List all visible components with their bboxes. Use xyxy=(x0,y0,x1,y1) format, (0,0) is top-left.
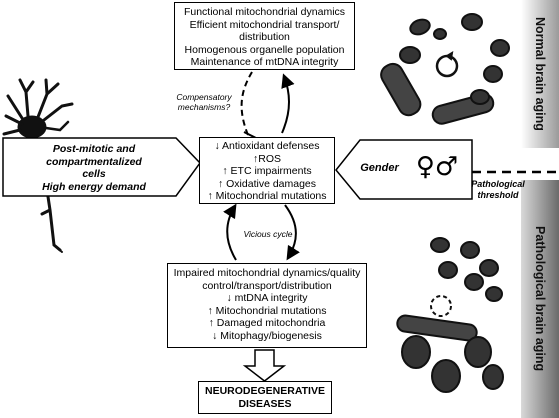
pathological-brain-aging-label: Pathological brain aging xyxy=(533,226,547,372)
vicious-cycle-arrow-down xyxy=(284,204,300,261)
lower-box-line: ↑ Mitochondrial mutations xyxy=(207,304,327,317)
middle-box-line: ↓ Antioxidant defenses xyxy=(214,140,320,152)
lower-box-line: ↑ Damaged mitochondria xyxy=(208,317,326,330)
cell-features-text: Post-mitotic and compartmentalized cells… xyxy=(8,143,180,193)
compensatory-label-line: mechanisms? xyxy=(177,102,231,112)
cell-features-pentagon xyxy=(2,137,201,197)
lower-box-line: ↓ Mitophagy/biogenesis xyxy=(212,329,322,342)
cell-features-line: High energy demand xyxy=(42,180,146,193)
top-box-line: distribution xyxy=(239,31,290,44)
bottom-box-line: DISEASES xyxy=(238,398,292,410)
mitochondrial-dysfunction-box: Impaired mitochondrial dynamics/quality … xyxy=(167,263,367,348)
cell-features-line: compartmentalized xyxy=(46,155,142,168)
middle-box-line: ↑ROS xyxy=(252,152,281,165)
lower-box-line: Impaired mitochondrial dynamics/quality xyxy=(173,267,361,279)
healthy-mitochondria-box: Functional mitochondrial dynamics Effici… xyxy=(174,2,355,70)
lower-box-line: control/transport/distribution xyxy=(202,279,332,292)
bottom-box-line: NEURODEGENERATIVE xyxy=(205,385,325,397)
cell-features-line: Post-mitotic and xyxy=(52,143,136,155)
vicious-cycle-label: Vicious cycle xyxy=(243,229,293,239)
pathological-threshold-label: Pathological threshold xyxy=(467,179,529,200)
cell-features-line: cells xyxy=(82,168,106,180)
normal-aging-band xyxy=(521,0,559,148)
neuron-illustration xyxy=(2,78,74,253)
middle-box-line: ↑ Mitochondrial mutations xyxy=(207,190,327,203)
damaged-mitochondria-illustration xyxy=(396,237,504,393)
threshold-label-line: Pathological xyxy=(471,179,525,189)
middle-box-line: ↑ Oxidative damages xyxy=(217,177,317,190)
middle-box-line: ↑ ETC impairments xyxy=(222,165,312,178)
normal-brain-aging-label: Normal brain aging xyxy=(533,17,547,131)
gender-pentagon xyxy=(335,139,473,200)
compensatory-label-line: Compensatory xyxy=(176,92,232,102)
compensatory-inhibition-arrow xyxy=(240,71,253,136)
top-box-line: Maintenance of mtDNA integrity xyxy=(190,56,339,69)
threshold-label-line: threshold xyxy=(477,189,519,200)
oxidative-stress-box: ↓ Antioxidant defenses ↑ROS ↑ ETC impair… xyxy=(199,137,335,204)
compensatory-mechanisms-label: Compensatory mechanisms? xyxy=(168,92,240,112)
pathological-aging-band xyxy=(521,180,559,418)
healthy-mitochondria-illustration xyxy=(380,13,510,125)
lower-box-line: ↓ mtDNA integrity xyxy=(226,292,308,305)
vicious-cycle-arrow-up xyxy=(223,203,237,261)
top-box-line: Functional mitochondrial dynamics xyxy=(183,6,346,18)
top-box-line: Efficient mitochondrial transport/ xyxy=(189,18,340,31)
gender-label: Gender xyxy=(360,162,399,174)
disease-block-arrow xyxy=(242,349,287,382)
gender-symbols-icon: ♀♂ xyxy=(415,152,459,182)
neurodegenerative-diseases-box: NEURODEGENERATIVE DISEASES xyxy=(198,381,332,414)
aging-arrow-up xyxy=(281,73,295,134)
top-box-line: Homogenous organelle population xyxy=(184,43,345,56)
